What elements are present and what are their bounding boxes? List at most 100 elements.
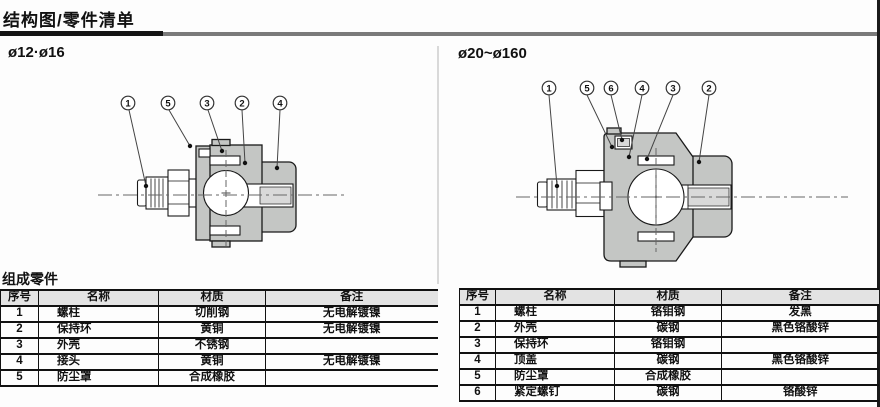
- bore-size-label-right: ø20~ø160: [458, 45, 527, 62]
- cell-material: 不锈钢: [158, 337, 266, 355]
- callout-2: 2: [234, 95, 250, 111]
- parts-table-left: 序号 名称 材质 备注 1 螺柱 切削钢 无电解镀镍 2 保持环 黄铜 无电解镀…: [0, 289, 438, 387]
- table-row: 3 保持环 铬钼钢: [459, 336, 879, 354]
- callout-1: 1: [120, 95, 136, 111]
- cell-material: 铬钼钢: [614, 336, 722, 354]
- cell-material: 黄铜: [158, 353, 266, 371]
- diagram-right-cross-section: 1 5 6 4 3 2: [516, 80, 848, 268]
- col-header-material: 材质: [158, 289, 266, 307]
- cell-name: 外壳: [38, 337, 159, 355]
- cell-no: 2: [0, 321, 39, 339]
- cell-material: 黄铜: [158, 321, 266, 339]
- cell-name: 保持环: [38, 321, 159, 339]
- col-header-name: 名称: [38, 289, 159, 307]
- svg-text:5: 5: [165, 98, 171, 109]
- table-row: 1 螺柱 切削钢 无电解镀镍: [0, 305, 438, 323]
- cell-name: 顶盖: [495, 352, 615, 370]
- table-row: 5 防尘罩 合成橡胶: [459, 368, 879, 386]
- callout-4: 4: [634, 80, 650, 96]
- callout-leaders: [548, 94, 710, 189]
- callout-3: 3: [665, 80, 681, 96]
- stud-part: [536, 169, 605, 218]
- col-header-remark: 备注: [265, 289, 438, 307]
- cell-material: 合成橡胶: [158, 369, 266, 387]
- stud-part: [136, 169, 200, 217]
- svg-text:6: 6: [608, 83, 613, 94]
- svg-text:4: 4: [639, 83, 645, 94]
- cell-no: 4: [0, 353, 39, 371]
- callout-leaders: [128, 109, 281, 189]
- table-row: 2 外壳 碳钢 黑色铬酸锌: [459, 320, 879, 338]
- cell-remark: 黑色铬酸锌: [721, 352, 879, 370]
- cell-material: 碳钢: [614, 352, 722, 370]
- callout-2: 2: [701, 80, 717, 96]
- cell-name: 紧定螺钉: [495, 384, 615, 402]
- parts-list-heading: 组成零件: [2, 271, 58, 287]
- page-title: 结构图/零件清单: [3, 11, 135, 30]
- cell-remark: 铬酸锌: [721, 384, 879, 402]
- cell-name: 防尘罩: [38, 369, 159, 387]
- svg-text:5: 5: [584, 83, 590, 94]
- col-header-no: 序号: [0, 289, 39, 307]
- cell-name: 螺柱: [495, 304, 615, 322]
- cell-name: 保持环: [495, 336, 615, 354]
- cell-remark: 无电解镀镍: [265, 321, 438, 339]
- col-header-no: 序号: [459, 288, 496, 306]
- title-rule-gray: [163, 32, 880, 36]
- bore-size-label-left: ø12·ø16: [8, 44, 65, 61]
- section-divider: [437, 46, 439, 284]
- cell-no: 3: [0, 337, 39, 355]
- callout-5: 5: [579, 80, 595, 96]
- table-row: 6 紧定螺钉 碳钢 铬酸锌: [459, 384, 879, 402]
- cell-remark: [721, 368, 879, 386]
- cell-material: 合成橡胶: [614, 368, 722, 386]
- cell-no: 2: [459, 320, 496, 338]
- cell-no: 1: [0, 305, 39, 323]
- svg-text:2: 2: [239, 98, 244, 109]
- col-header-remark: 备注: [721, 288, 879, 306]
- svg-text:2: 2: [706, 83, 711, 94]
- cell-remark: 发黑: [721, 304, 879, 322]
- title-rule-black: [0, 31, 163, 36]
- table-row: 1 螺柱 铬钼钢 发黑: [459, 304, 879, 322]
- cell-remark: 无电解镀镍: [265, 305, 438, 323]
- table-row: 4 顶盖 碳钢 黑色铬酸锌: [459, 352, 879, 370]
- svg-text:3: 3: [670, 83, 675, 94]
- callout-5: 5: [160, 95, 176, 111]
- cell-no: 5: [0, 369, 39, 387]
- cell-remark: 黑色铬酸锌: [721, 320, 879, 338]
- callout-4: 4: [272, 95, 288, 111]
- table-header-row: 序号 名称 材质 备注: [459, 288, 879, 306]
- cell-remark: [721, 336, 879, 354]
- cell-no: 1: [459, 304, 496, 322]
- cell-no: 3: [459, 336, 496, 354]
- cell-material: 碳钢: [614, 384, 722, 402]
- table-row: 3 外壳 不锈钢: [0, 337, 438, 355]
- cell-material: 切削钢: [158, 305, 266, 323]
- callout-3: 3: [199, 95, 215, 111]
- cell-no: 6: [459, 384, 496, 402]
- svg-text:4: 4: [277, 98, 283, 109]
- diagram-left-cross-section: 1 5 3 2 4: [98, 95, 348, 248]
- svg-text:1: 1: [546, 83, 552, 94]
- table-row: 4 接头 黄铜 无电解镀镍: [0, 353, 438, 371]
- cell-material: 铬钼钢: [614, 304, 722, 322]
- cell-name: 接头: [38, 353, 159, 371]
- cell-remark: [265, 337, 438, 355]
- page-edge-border: [877, 0, 880, 407]
- cell-name: 外壳: [495, 320, 615, 338]
- cell-material: 碳钢: [614, 320, 722, 338]
- cell-remark: 无电解镀镍: [265, 353, 438, 371]
- cell-remark: [265, 369, 438, 387]
- table-row: 5 防尘罩 合成橡胶: [0, 369, 438, 387]
- col-header-name: 名称: [495, 288, 615, 306]
- callout-1: 1: [541, 80, 557, 96]
- cell-name: 防尘罩: [495, 368, 615, 386]
- parts-table-right: 序号 名称 材质 备注 1 螺柱 铬钼钢 发黑 2 外壳 碳钢 黑色铬酸锌 3 …: [459, 288, 879, 402]
- svg-text:1: 1: [125, 98, 131, 109]
- table-header-row: 序号 名称 材质 备注: [0, 289, 438, 307]
- callout-6: 6: [603, 80, 619, 96]
- cell-no: 5: [459, 368, 496, 386]
- table-row: 2 保持环 黄铜 无电解镀镍: [0, 321, 438, 339]
